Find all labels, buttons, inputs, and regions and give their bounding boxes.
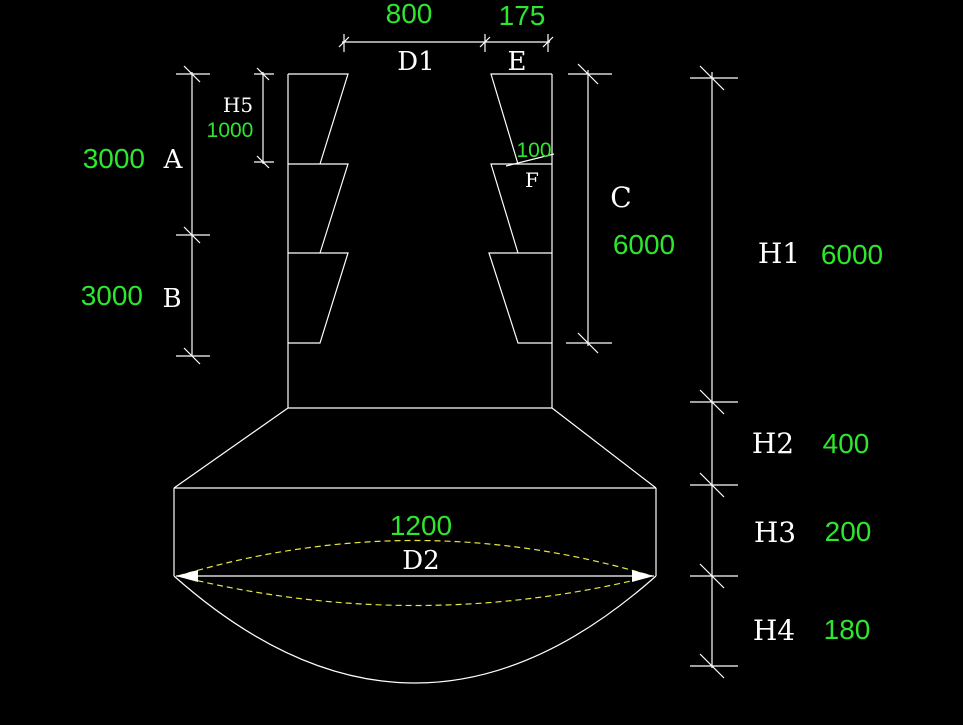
h4-label: H4 [753,614,795,647]
top-tick-3 [542,36,554,48]
c-tick-bottom [577,332,599,354]
h-tick-4 [699,563,725,589]
h-tick-3 [699,472,725,498]
d2-arrow-right [632,570,654,582]
h5-label: H5 [223,93,253,117]
right-fin-1 [490,73,552,165]
c-value: 6000 [613,229,675,260]
e-label: E [508,47,527,77]
right-fins [488,73,552,344]
d2-label: D2 [402,546,439,576]
d1-label: D1 [397,47,434,77]
dimension-f [505,153,555,167]
left-fin-3 [288,252,349,344]
d2-value: 1200 [390,510,452,541]
top-tick-2 [479,36,491,48]
d1-value: 800 [386,0,433,29]
dimension-right-h [690,65,738,679]
c-label: C [610,181,631,214]
ab-tick-bottom [183,347,201,365]
base-section [173,407,657,684]
f-label: F [525,168,539,192]
f-value: 100 [516,139,551,162]
h3-value: 200 [825,516,872,547]
b-value: 3000 [81,280,143,311]
ellipse-upper-dashed [177,539,653,577]
dimension-c [566,63,612,354]
tower-outline [287,74,553,409]
dimension-left-ab [176,65,210,365]
ab-tick-mid [183,226,201,244]
cone-left-line [173,407,289,489]
dimension-top [338,34,554,52]
ab-tick-top [183,65,201,83]
top-tick-1 [338,36,350,48]
a-label: A [163,145,184,175]
h5-value: 1000 [207,119,254,142]
left-fins [288,73,349,344]
h3-label: H3 [754,516,796,549]
right-fin-3 [488,252,552,344]
h-tick-5 [699,653,725,679]
h1-label: H1 [758,237,800,270]
a-value: 3000 [83,143,145,174]
cone-right-line [551,407,657,489]
e-value: 175 [499,0,546,31]
h5-tick-top [256,67,270,81]
h-tick-1 [699,65,725,91]
right-fin-2 [490,163,552,254]
left-fin-1 [288,73,349,165]
left-fin-2 [288,163,349,254]
h5-tick-bottom [256,155,270,169]
c-tick-top [577,63,599,85]
f-leader-line [505,153,555,167]
dimension-h5 [254,67,274,169]
h1-value: 6000 [821,239,883,270]
h2-label: H2 [752,427,794,460]
ellipse-lower-dashed [177,575,653,607]
d2-arrow-left [176,570,198,582]
h-tick-2 [699,389,725,415]
h2-value: 400 [823,428,870,459]
h4-value: 180 [824,614,871,645]
dome-arc [173,575,657,684]
b-label: B [162,284,181,314]
